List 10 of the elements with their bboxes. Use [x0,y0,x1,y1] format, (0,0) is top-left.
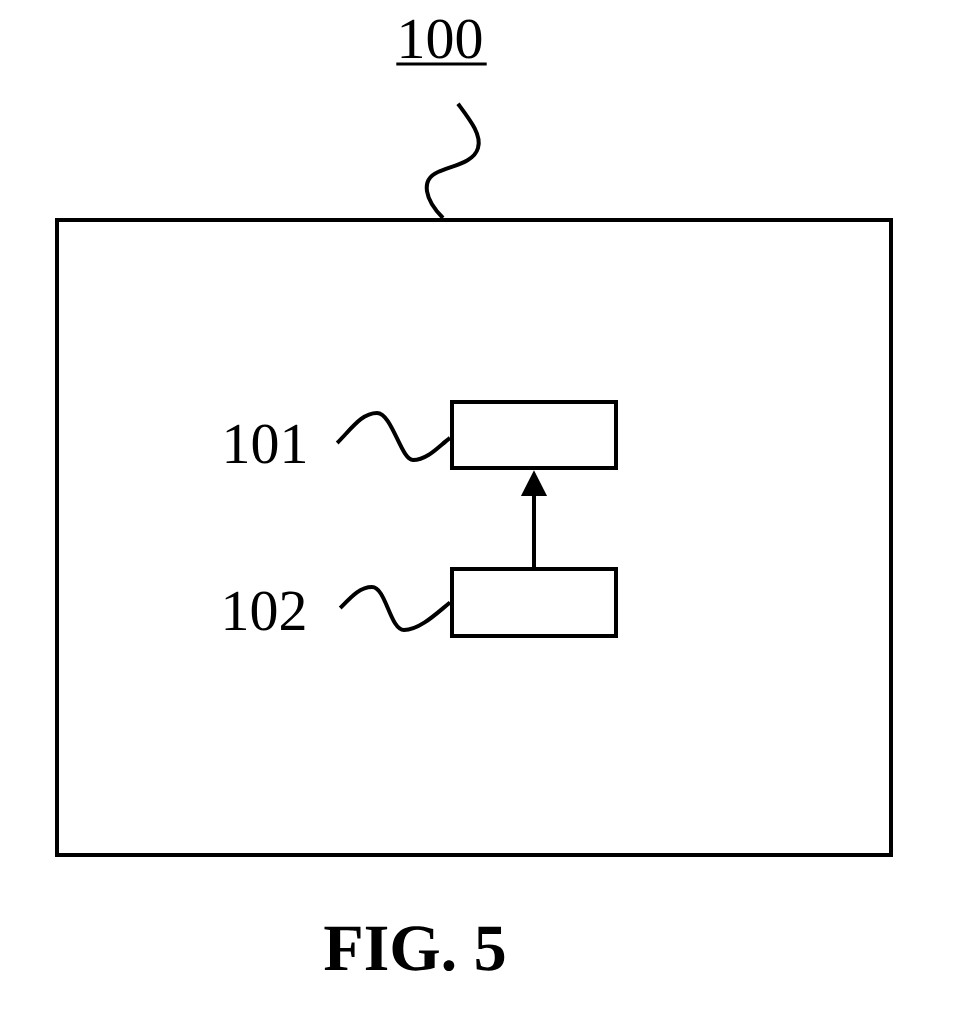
leader-line [338,585,452,632]
component-box [450,400,618,470]
device-box [55,218,893,857]
component-box [450,567,618,638]
reference-numeral: 100 [396,19,487,66]
leader-line [335,411,452,462]
reference-numeral: 101 [226,424,305,464]
figure-caption: FIG. 5 [324,926,505,971]
reference-numeral: 102 [225,591,305,631]
leader-line [424,102,481,220]
